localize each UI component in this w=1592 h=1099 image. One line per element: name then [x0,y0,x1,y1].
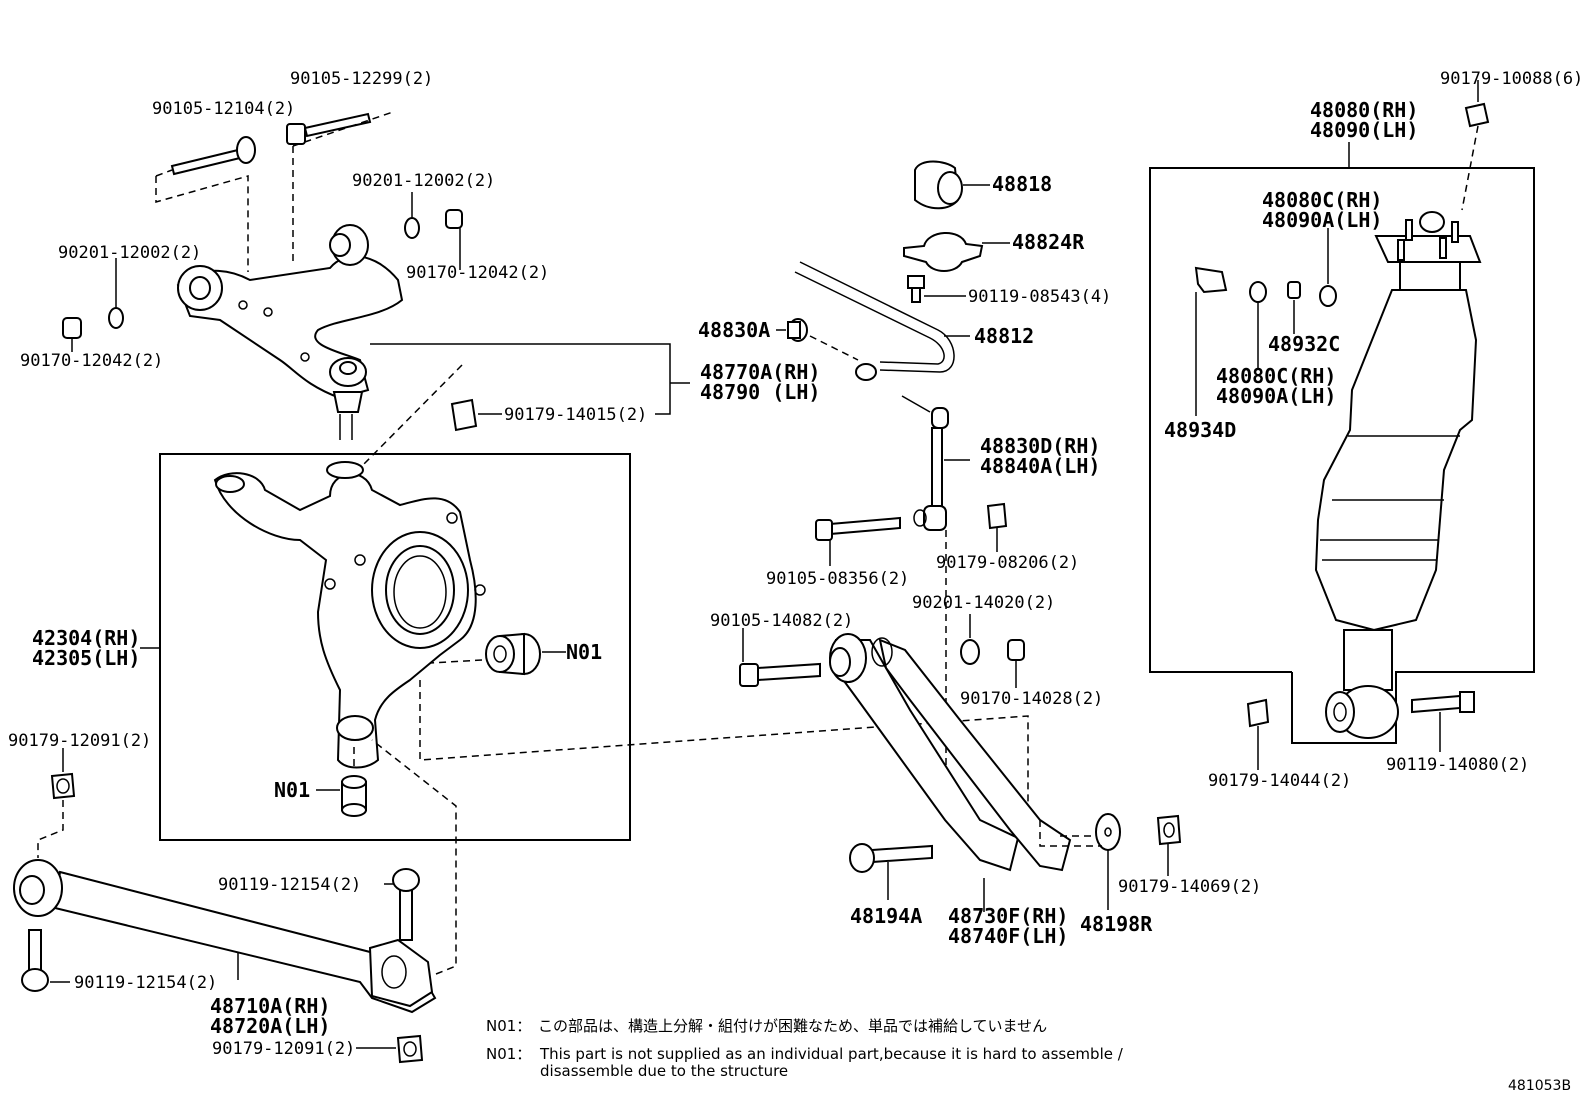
nut-90179-08206 [986,502,1008,530]
bushing-n01-upper [485,632,541,676]
label-n01-upper: N01 [566,640,603,664]
upper-control-arm [176,224,404,440]
label-90179-08206: 90179-08206(2) [936,553,1080,573]
note-en-text2: disassemble due to the structure [540,1062,789,1080]
bolt-90105-12299 [286,112,372,145]
label-48194A: 48194A [850,904,923,928]
label-48770A: 48770A(RH) [700,360,821,384]
nut-48932C [1287,281,1301,299]
label-90170-14028: 90170-14028(2) [960,689,1104,709]
oring-48080C [1249,281,1267,303]
steering-knuckle [213,461,486,769]
label-90119-08543: 90119-08543(4) [968,287,1112,307]
label-90179-14069: 90179-14069(2) [1118,877,1262,897]
label-90201-14020: 90201-14020(2) [912,593,1056,613]
washer-90201-12002-b [108,307,124,329]
nut-90179-12091-a [50,772,76,800]
bolt-90119-14080 [1411,691,1475,714]
label-90201-12002-b: 90201-12002(2) [58,243,202,263]
label-48720A: 48720A(LH) [210,1014,331,1038]
bolt-48194A [849,843,933,873]
diagram-id: 481053B [1508,1078,1572,1094]
label-90179-14044: 90179-14044(2) [1208,771,1352,791]
label-42304: 42304(RH) [32,626,141,650]
bolt-90105-12104 [170,136,256,176]
note-en-prefix: N01： [486,1045,532,1063]
stabilizer-link-48830D [901,395,949,531]
label-48830D: 48830D(RH) [980,434,1101,458]
bracket-48824R [903,231,984,272]
label-90201-12002-a: 90201-12002(2) [352,171,496,191]
nut-90179-12091-b [396,1034,424,1064]
oring-48090A [1319,285,1337,307]
label-48932C: 48932C [1268,332,1341,356]
label-48824R: 48824R [1012,230,1085,254]
note-en-text: This part is not supplied as an individu… [540,1045,1123,1063]
label-48090A-a: 48090A(LH) [1262,208,1383,232]
label-90105-12104: 90105-12104(2) [152,99,296,119]
label-90179-10088: 90179-10088(6) [1440,69,1584,89]
label-90119-12154-b: 90119-12154(2) [74,973,218,993]
nut-90170-12042-a [445,209,463,229]
nut-90179-14015 [450,398,478,432]
label-48740F: 48740F(LH) [948,924,1069,948]
washer-90201-12002-a [404,217,420,239]
bolt-90119-12154-b [21,929,49,992]
label-48710A: 48710A(RH) [210,994,331,1018]
stabilizer-bar [794,261,955,381]
clip-48934D [1194,266,1228,294]
label-48818: 48818 [992,172,1053,196]
label-48730F: 48730F(RH) [948,904,1069,928]
washer-48198R [1095,813,1121,851]
label-90179-12091-b: 90179-12091(2) [212,1039,356,1059]
nut-90170-14028 [1007,639,1025,661]
label-48812: 48812 [974,324,1035,348]
air-shock-absorber [1314,211,1482,739]
bolt-90119-12154-a [392,868,420,941]
label-90105-14082: 90105-14082(2) [710,611,854,631]
bushing-n01-lower [341,775,367,817]
label-90170-12042-a: 90170-12042(2) [406,263,550,283]
label-90119-12154-a: 90119-12154(2) [218,875,362,895]
label-48090A-b: 48090A(LH) [1216,384,1337,408]
nut-90179-10088 [1464,102,1490,128]
label-90119-14080: 90119-14080(2) [1386,755,1530,775]
lower-arm-48710A [13,859,437,1014]
nut-90179-14069 [1156,814,1182,846]
label-48830A: 48830A [698,318,771,342]
label-48840A: 48840A(LH) [980,454,1101,478]
note-jp-prefix: N01： [486,1017,532,1035]
label-48080C-a: 48080C(RH) [1262,188,1383,212]
note-jp-text: この部品は、構造上分解・組付けが困難なため、単品では補給していません [538,1017,1048,1035]
lower-arm-48730F [829,633,1072,872]
nut-90179-14044 [1246,698,1270,728]
bushing-48818 [914,160,963,210]
nut-48830A [787,318,808,342]
label-n01-lower: N01 [274,778,311,802]
bolt-90105-14082 [739,662,821,687]
label-42305: 42305(LH) [32,646,141,670]
knuckle-group-frame [159,453,631,841]
shock-group-frame [1149,167,1535,744]
label-48790: 48790 (LH) [700,380,821,404]
nut-90170-12042-b [62,317,82,339]
label-90170-12042-b: 90170-12042(2) [20,351,164,371]
washer-90201-14020 [960,639,980,665]
label-48090: 48090(LH) [1310,118,1419,142]
label-48080: 48080(RH) [1310,98,1419,122]
label-90179-12091-a: 90179-12091(2) [8,731,152,751]
label-90179-14015: 90179-14015(2) [504,405,648,425]
label-48080C-b: 48080C(RH) [1216,364,1337,388]
label-48198R: 48198R [1080,912,1153,936]
label-48934D: 48934D [1164,418,1237,442]
label-90105-08356: 90105-08356(2) [766,569,910,589]
bolt-90119-08543 [907,275,925,303]
bolt-90105-08356 [815,516,901,541]
label-90105-12299: 90105-12299(2) [290,69,434,89]
